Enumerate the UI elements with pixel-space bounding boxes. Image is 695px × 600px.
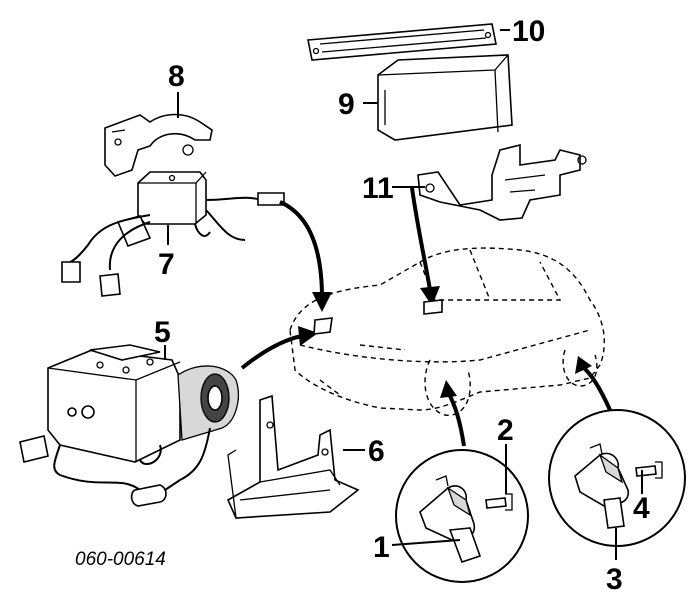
callout-2: 2	[497, 414, 514, 447]
part-10-strip	[307, 23, 497, 61]
rear-sensor-detail	[548, 409, 686, 547]
callout-10: 10	[512, 15, 545, 48]
leader-lines	[164, 29, 643, 560]
callout-3: 3	[606, 563, 623, 596]
callout-8: 8	[168, 60, 185, 93]
part-7-module	[61, 171, 285, 297]
part-code: 060-00614	[75, 549, 166, 570]
callout-5: 5	[154, 316, 171, 349]
front-sensor-detail	[395, 449, 529, 583]
part-5-modulator	[19, 344, 239, 507]
callout-1: 1	[373, 531, 390, 564]
part-8-bracket	[104, 113, 213, 177]
callout-6: 6	[368, 435, 385, 468]
callout-7: 7	[158, 248, 175, 281]
callout-9: 9	[338, 88, 355, 121]
part-9-module	[377, 54, 513, 141]
callout-labels: 10 9 11 8 7 5 6 2 4 1 3 060-00614	[75, 15, 650, 596]
part-6-bracket	[226, 394, 360, 519]
part-11-bracket	[417, 143, 587, 221]
callout-4: 4	[633, 492, 650, 525]
callout-11: 11	[362, 172, 394, 205]
location-arrows	[240, 187, 612, 447]
